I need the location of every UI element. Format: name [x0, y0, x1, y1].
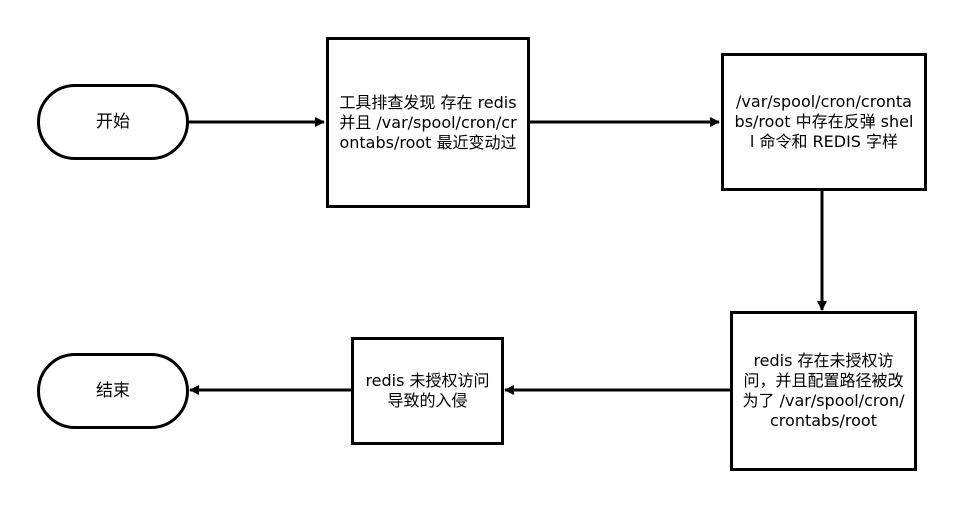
- process-node-conclusion-label: redis 未授权访问导致的入侵: [365, 371, 490, 410]
- process-node-crontab-content: /var/spool/cron/crontabs/root 中存在反弹 shel…: [721, 53, 927, 191]
- process-node-crontab-content-label: /var/spool/cron/crontabs/root 中存在反弹 shel…: [734, 92, 914, 151]
- process-node-redis-config: redis 存在未授权访问，并且配置路径被改为了 /var/spool/cron…: [730, 311, 917, 471]
- start-node-label: 开始: [96, 112, 130, 132]
- start-node: 开始: [37, 84, 189, 160]
- end-node: 结束: [37, 353, 189, 429]
- process-node-redis-config-label: redis 存在未授权访问，并且配置路径被改为了 /var/spool/cron…: [742, 351, 905, 430]
- process-node-discovery: 工具排查发现 存在 redis 并且 /var/spool/cron/cront…: [326, 37, 530, 208]
- process-node-discovery-label: 工具排查发现 存在 redis 并且 /var/spool/cron/cront…: [339, 92, 517, 152]
- end-node-label: 结束: [96, 381, 130, 401]
- process-node-conclusion: redis 未授权访问导致的入侵: [351, 337, 504, 445]
